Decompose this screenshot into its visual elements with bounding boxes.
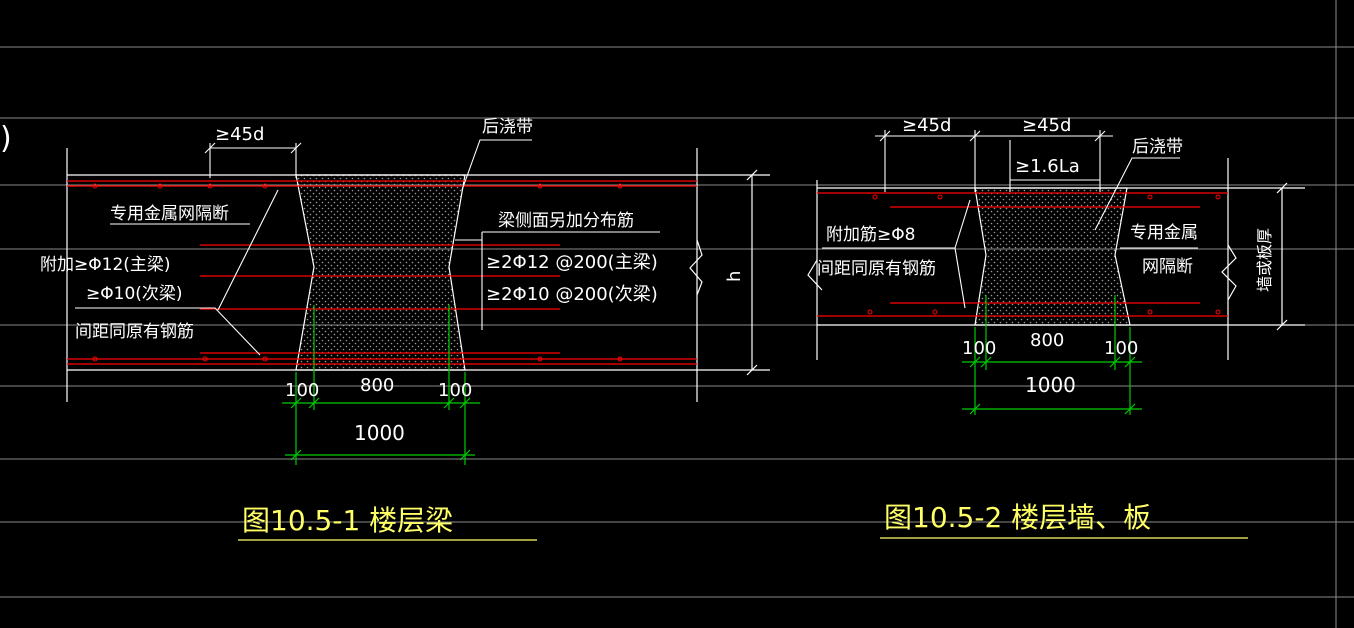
slab-mesh-label-1: 专用金属 (1130, 223, 1198, 243)
slab-lap-dim-left: ≥45d (902, 115, 951, 136)
slab-leaders (822, 130, 1198, 309)
slab-dim-100-right: 100 (1104, 338, 1138, 359)
beam-dim-800: 800 (360, 375, 394, 396)
slab-dim-800: 800 (1030, 330, 1064, 351)
slab-caption: 图10.5-2 楼层墙、板 (884, 501, 1151, 534)
beam-lap-dim: ≥45d (215, 124, 264, 145)
beam-caption: 图10.5-1 楼层梁 (242, 504, 453, 537)
slab-band-label: 后浇带 (1132, 137, 1183, 157)
beam-band-label: 后浇带 (482, 117, 533, 137)
beam-side-bars-secondary: ≥2Φ10 @200(次梁) (486, 284, 658, 305)
floor-beam-drawing: ≥45d 后浇带 专用金属网隔断 梁侧面另加分布筋 ≥2Φ12 @200(主梁)… (40, 117, 770, 541)
beam-leaders (75, 139, 660, 356)
beam-spacing-label: 间距同原有钢筋 (75, 322, 194, 342)
beam-add-main-label: 附加≥Φ12(主梁) (40, 255, 171, 275)
beam-side-bars-main: ≥2Φ12 @200(主梁) (486, 252, 658, 273)
slab-la-dim: ≥1.6La (1015, 156, 1080, 177)
slab-outline (807, 158, 1305, 360)
slab-dim-100-left: 100 (962, 338, 996, 359)
slab-lap-dim-right: ≥45d (1022, 115, 1071, 136)
slab-add-label: 附加筋≥Φ8 (826, 225, 915, 245)
beam-mesh-label: 专用金属网隔断 (110, 204, 229, 224)
beam-add-secondary-label: ≥Φ10(次梁) (86, 284, 183, 304)
beam-rebars (67, 180, 697, 365)
slab-post-pour-band (974, 187, 1131, 326)
slab-rebars (817, 192, 1228, 317)
beam-dim-100-right: 100 (438, 380, 472, 401)
beam-rebar-dots (92, 183, 623, 362)
beam-height-dim: h (724, 271, 745, 282)
slab-dimensions (962, 295, 1142, 415)
beam-side-bars-label: 梁侧面另加分布筋 (498, 211, 634, 231)
partial-mark: ) (0, 121, 12, 156)
slab-rebar-dots (867, 194, 1221, 315)
slab-spacing-label: 间距同原有钢筋 (817, 259, 936, 279)
post-pour-band (295, 174, 466, 371)
beam-dimensions (282, 305, 480, 465)
beam-outline (66, 148, 770, 402)
slab-thickness-dim: 墙或板厚 (1255, 228, 1274, 292)
beam-dim-1000: 1000 (354, 421, 405, 445)
slab-dim-1000: 1000 (1025, 373, 1076, 397)
floor-slab-drawing: ≥45d ≥45d ≥1.6La 后浇带 专用金属 网隔断 附加筋≥Φ8 间距同… (807, 115, 1305, 539)
slab-mesh-label-2: 网隔断 (1142, 257, 1193, 277)
beam-dim-100-left: 100 (285, 380, 319, 401)
